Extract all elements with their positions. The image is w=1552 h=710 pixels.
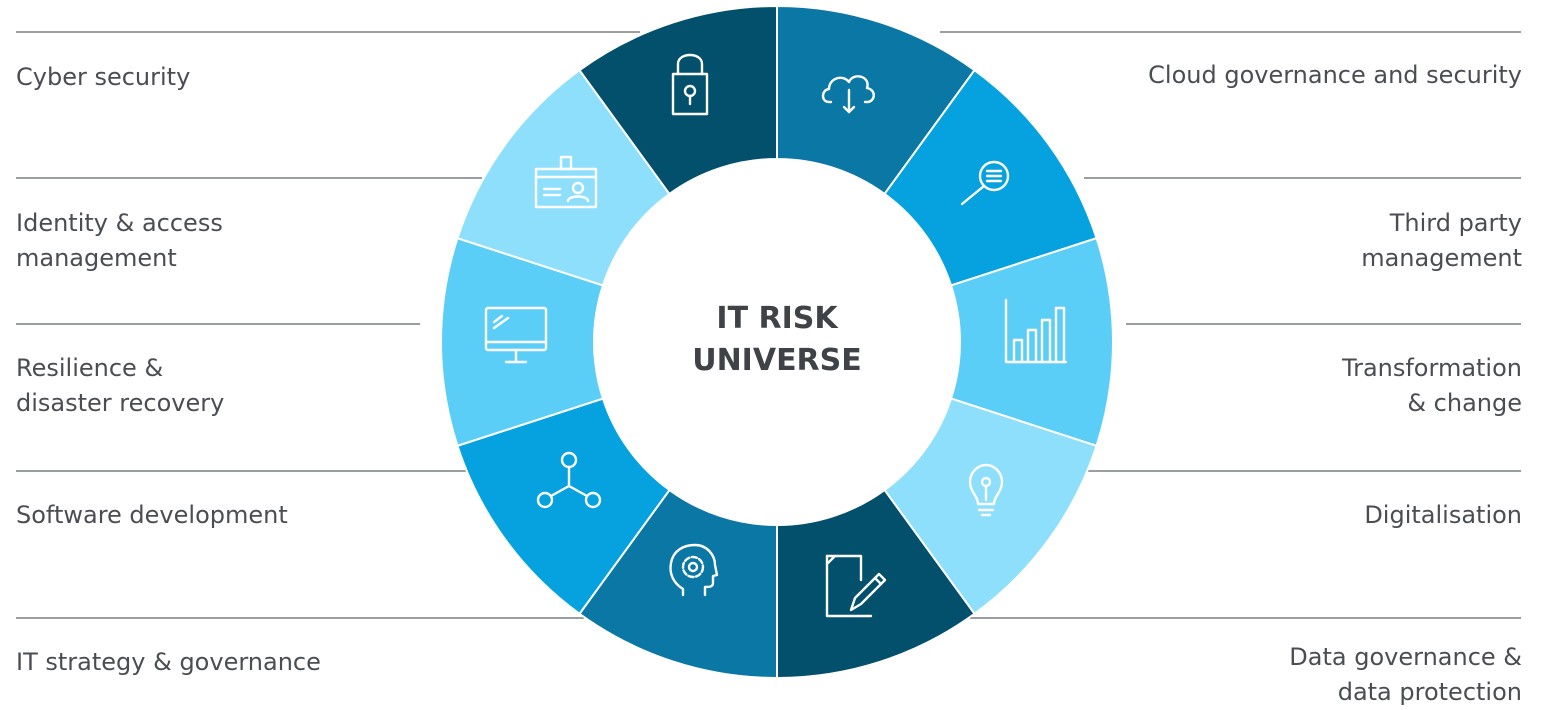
lightbulb-icon xyxy=(968,463,1004,517)
magnifier-document-icon xyxy=(960,160,1010,206)
document-pen-icon xyxy=(825,554,887,618)
label-transformation: Transformation & change xyxy=(1341,354,1522,417)
network-nodes-icon xyxy=(536,451,602,509)
bar-chart-icon xyxy=(1004,298,1068,364)
padlock-icon xyxy=(671,53,709,116)
label-identity-access: Identity & access management xyxy=(16,209,223,272)
label-it-strategy: IT strategy & governance xyxy=(16,648,321,676)
label-cloud-governance: Cloud governance and security xyxy=(1148,61,1522,89)
label-data-governance: Data governance & data protection xyxy=(1289,643,1522,706)
center-title: IT RISK UNIVERSE xyxy=(692,301,862,378)
monitor-icon xyxy=(484,306,548,364)
label-resilience: Resilience & disaster recovery xyxy=(16,354,225,417)
label-digitalisation: Digitalisation xyxy=(1364,501,1522,529)
risk-ring xyxy=(440,4,1114,680)
connector-lines xyxy=(16,31,1521,619)
segment-icons xyxy=(484,53,1068,618)
id-badge-icon xyxy=(534,155,598,209)
cloud-download-icon xyxy=(821,75,875,114)
label-third-party: Third party management xyxy=(1361,209,1522,272)
center-disc xyxy=(594,159,960,525)
head-gear-icon xyxy=(669,543,719,597)
label-cyber-security: Cyber security xyxy=(16,63,191,91)
label-software-development: Software development xyxy=(16,501,288,529)
